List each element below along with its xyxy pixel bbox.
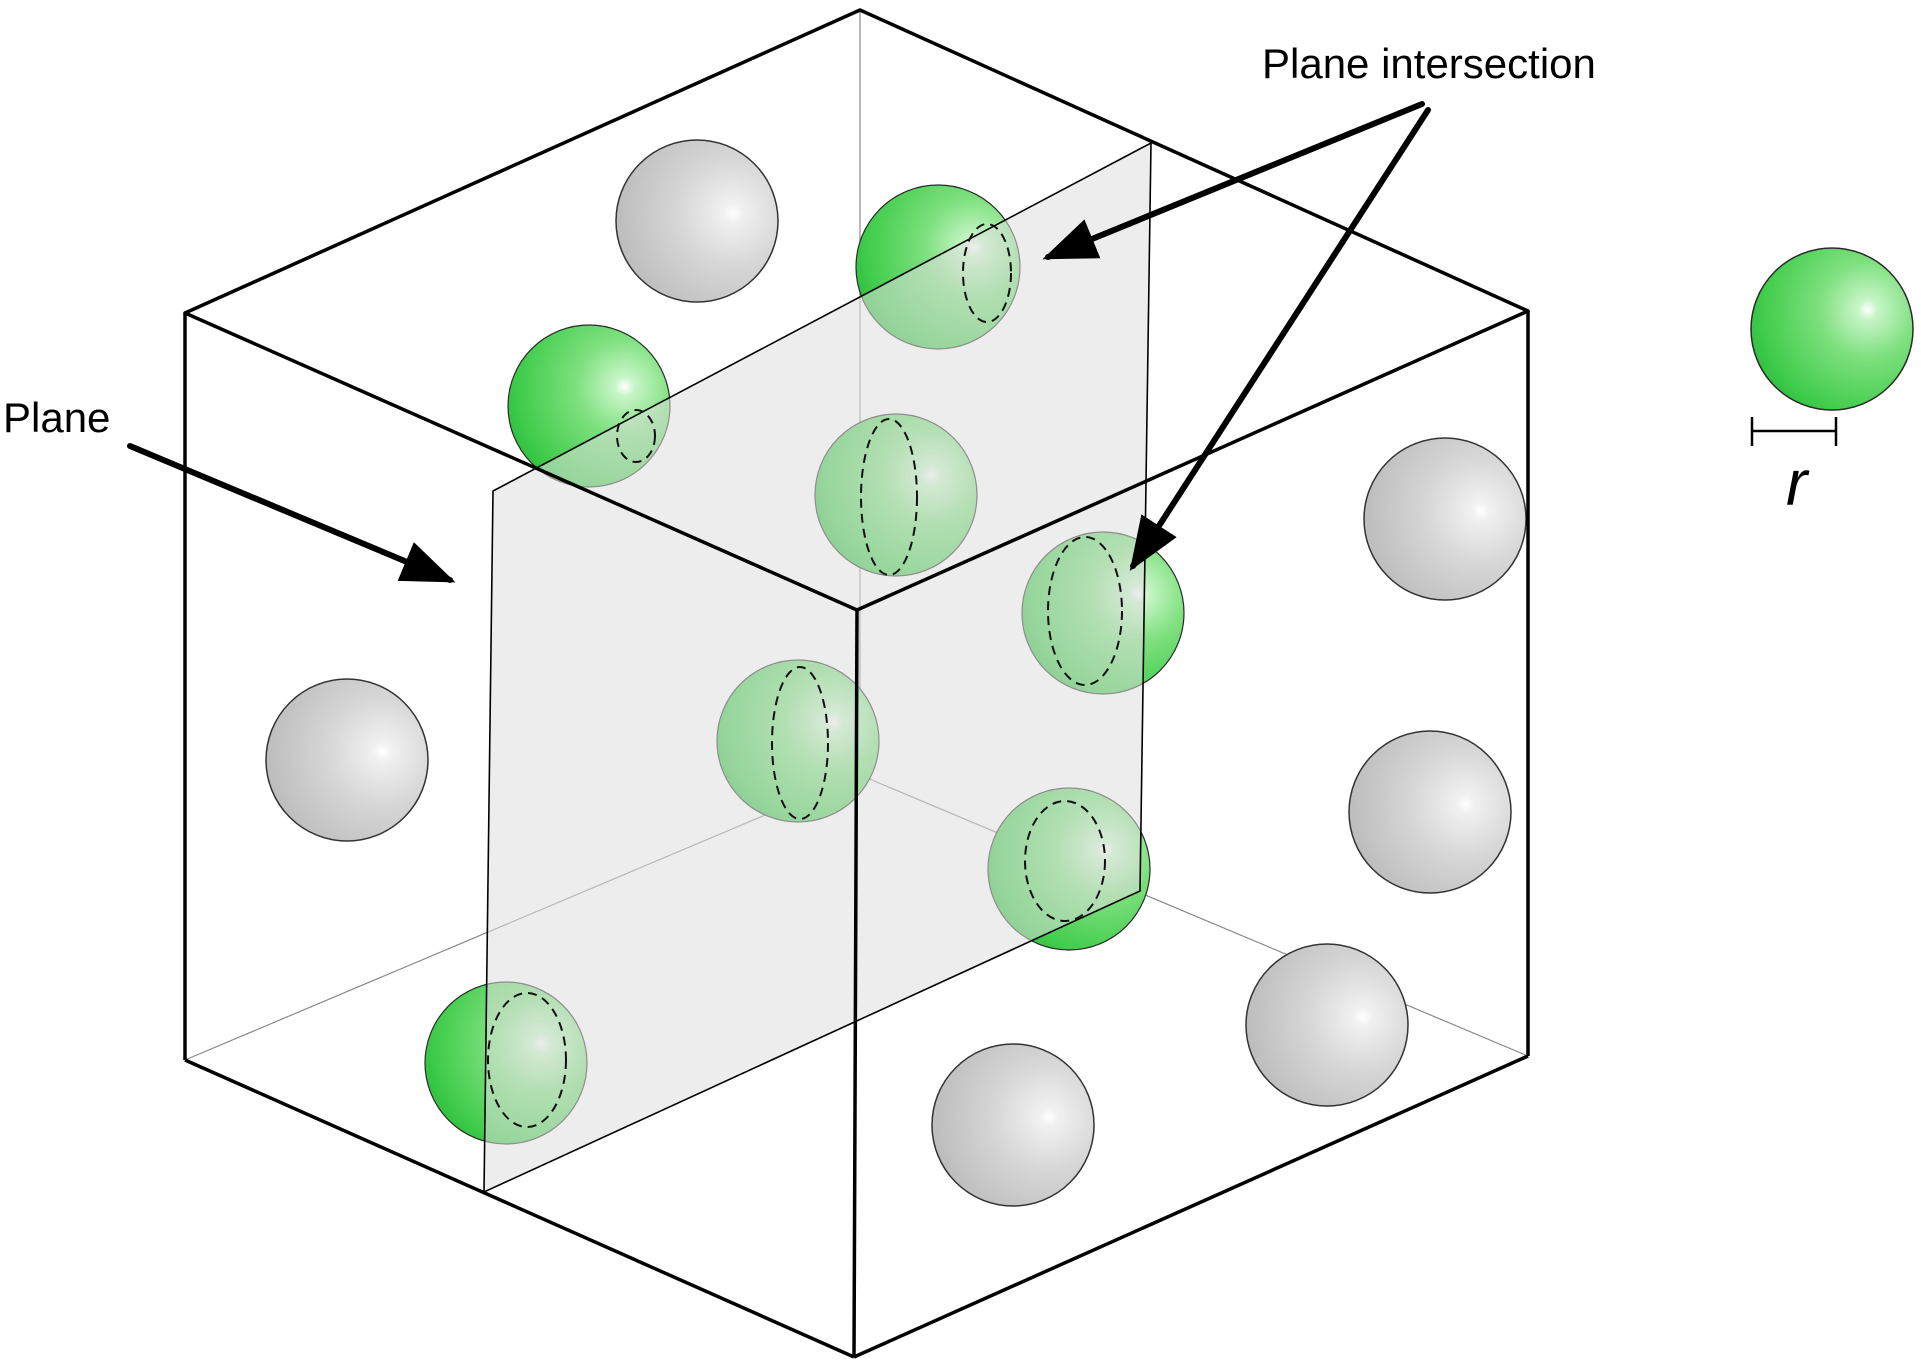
radius-legend [1750, 247, 1914, 446]
plane-label: Plane [3, 394, 110, 441]
annotation-arrows [127, 101, 1431, 583]
intersection-ellipse [616, 409, 656, 463]
cube-visible-edges [183, 8, 1530, 1359]
radius-scale-bar [1750, 417, 1838, 446]
plane-arrow [127, 443, 456, 583]
plane-intersection-label: Plane intersection [1262, 40, 1596, 87]
intersection-ellipse [1024, 800, 1106, 922]
intersection-ellipse [860, 418, 918, 576]
gray-sphere [1363, 437, 1527, 601]
intersection-ellipse [771, 666, 829, 820]
intersection-ellipses [487, 223, 1123, 1128]
gray-sphere [1245, 943, 1409, 1107]
radius-label: r [1786, 447, 1810, 519]
cutting-plane [483, 141, 1152, 1194]
legend-green-sphere [1750, 247, 1914, 411]
intersection-ellipse [962, 223, 1012, 323]
intersection-arrow [1042, 101, 1425, 260]
gray-sphere [265, 678, 429, 842]
gray-sphere [931, 1043, 1095, 1207]
gray-spheres [265, 139, 1527, 1207]
intersection-ellipse [1047, 536, 1123, 686]
gray-sphere [1348, 730, 1512, 894]
intersection-ellipse [487, 992, 567, 1128]
intersection-arrow [1129, 107, 1431, 572]
gray-sphere [615, 139, 779, 303]
